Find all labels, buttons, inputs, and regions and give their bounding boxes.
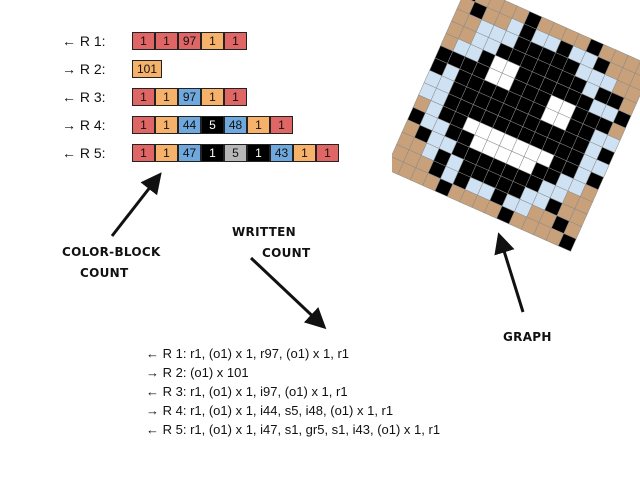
written-line-3: ← R 3: r1, (o1) x 1, i97, (o1) x 1, r1	[146, 384, 348, 399]
color-block-arrow	[110, 172, 162, 237]
color-block-cell: 1	[201, 32, 224, 50]
graph-arrow	[494, 232, 525, 313]
color-block-cell: 1	[132, 88, 155, 106]
color-block-cell: 1	[293, 144, 316, 162]
color-block-cell: 1	[224, 32, 247, 50]
color-block-cell: 1	[201, 88, 224, 106]
color-block-cell: 1	[155, 116, 178, 134]
color-block-cell: 48	[224, 116, 247, 134]
color-block-cell: 44	[178, 116, 201, 134]
written-line-2: → R 2: (o1) x 101	[146, 365, 249, 380]
graph-pixel	[557, 233, 577, 252]
color-block-cell: 1	[132, 116, 155, 134]
color-block-cell: 1	[224, 88, 247, 106]
written-count-label: COUNT	[262, 246, 311, 260]
color-block-cell: 1	[132, 144, 155, 162]
color-block-cell: 1	[132, 32, 155, 50]
color-block-cell: 1	[155, 88, 178, 106]
color-block-cell: 43	[270, 144, 293, 162]
graph-label: GRAPH	[503, 330, 552, 344]
color-block-cell: 5	[224, 144, 247, 162]
color-block-cell: 5	[201, 116, 224, 134]
color-block-cell: 1	[155, 144, 178, 162]
color-block-cell: 1	[270, 116, 293, 134]
color-block-cell: 1	[155, 32, 178, 50]
written-line-4: → R 4: r1, (o1) x 1, i44, s5, i48, (o1) …	[146, 403, 394, 418]
row-label-4: → R 4:	[62, 117, 106, 133]
written-line-1: ← R 1: r1, (o1) x 1, r97, (o1) x 1, r1	[146, 346, 350, 361]
row-label-2: → R 2:	[62, 61, 106, 77]
written-label: WRITTEN	[232, 225, 296, 239]
color-block-cell: 97	[178, 88, 201, 106]
color-block-cell: 1	[247, 116, 270, 134]
color-block-cell: 47	[178, 144, 201, 162]
row-label-3: ← R 3:	[62, 89, 106, 105]
color-block-label: COLOR-BLOCK	[62, 245, 161, 259]
row-label-5: ← R 5:	[62, 145, 106, 161]
color-block-cell: 1	[247, 144, 270, 162]
pixel-graph	[392, 0, 640, 252]
color-block-cell: 1	[316, 144, 339, 162]
written-count-list: ← R 1: r1, (o1) x 1, r97, (o1) x 1, r1 →…	[146, 344, 440, 439]
color-block-count-label: COUNT	[80, 266, 129, 280]
written-count-arrow	[249, 256, 327, 330]
color-block-cell: 1	[201, 144, 224, 162]
written-line-5: ← R 5: r1, (o1) x 1, i47, s1, gr5, s1, i…	[146, 422, 441, 437]
color-block-cell: 97	[178, 32, 201, 50]
color-block-cell: 101	[132, 60, 162, 78]
row-label-1: ← R 1:	[62, 33, 106, 49]
color-block-row-2: 101	[132, 60, 162, 78]
